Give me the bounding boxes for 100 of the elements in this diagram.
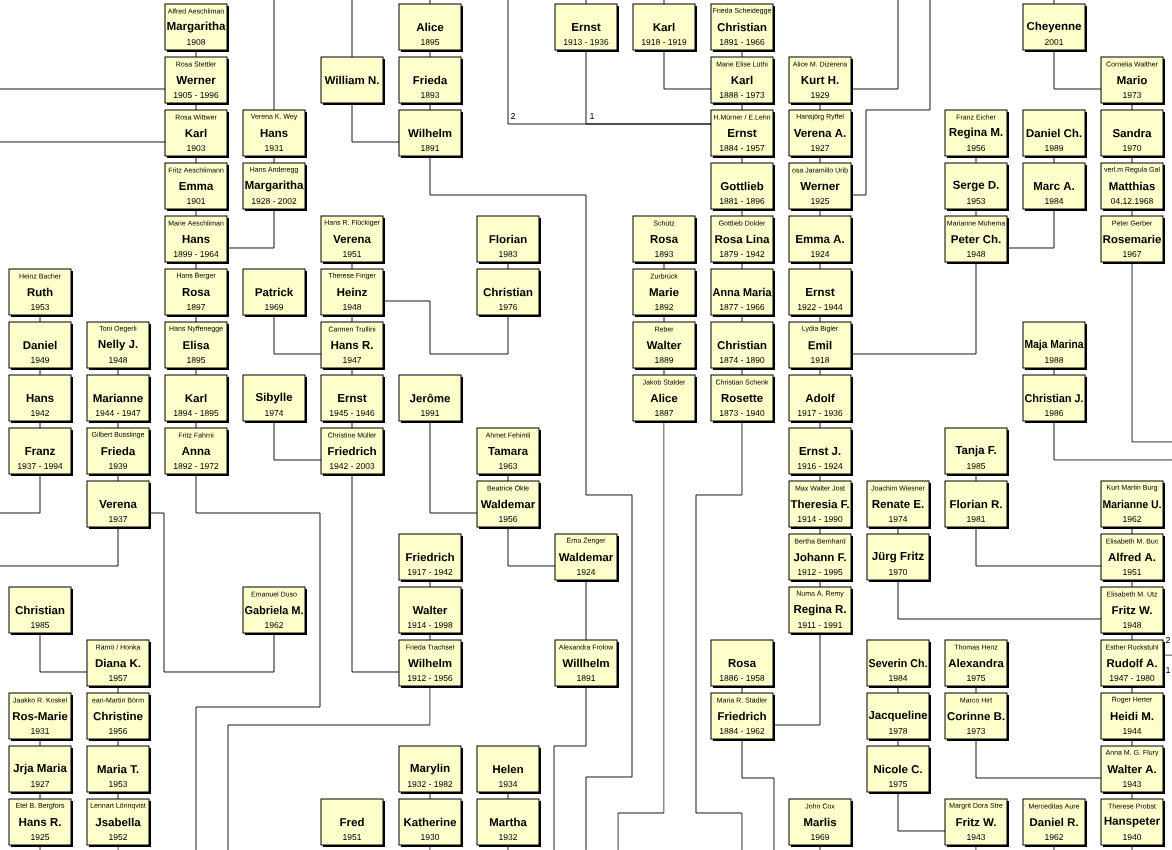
life-dates: 1894 - 1895 [173,410,219,416]
life-dates: 1985 [967,463,986,469]
person-name: Kurt H. [801,76,839,84]
life-dates: 1916 - 1924 [797,463,843,469]
life-dates: 1886 - 1958 [719,675,765,681]
person-name: Hans [182,235,210,243]
person-name: Johann F. [793,552,846,562]
connector-line [351,102,400,143]
person-name: Rosa [182,288,211,296]
connector-line [226,208,275,249]
connector-line [897,579,1102,620]
connector-line [819,526,821,535]
connector-line [39,632,88,673]
connector-line [1131,208,1133,217]
connector-line [39,314,41,323]
life-dates: 1962 [265,622,284,628]
life-dates: 1986 [1045,410,1064,416]
connector-line [273,155,275,164]
connector-line [663,0,665,5]
person-name: Jerôme [409,393,451,403]
life-dates: 04.12.1968 [1111,198,1153,204]
person-name: Willhelm [562,658,609,668]
person-name: Christian [717,340,767,350]
life-dates: 1888 - 1973 [719,92,765,98]
person-name: Jrja Maria [13,763,67,775]
person-name: Daniel Ch. [1026,128,1082,138]
connector-line [273,420,322,461]
person-name: Alice [650,393,678,403]
life-dates: 1884 - 1962 [719,728,765,734]
person-name: Marlis [804,817,837,827]
connector-line [195,420,197,429]
life-dates: 1985 [31,622,50,628]
person-name: Jsabella [95,817,141,827]
life-dates: 1953 [967,198,986,204]
person-name: Walter A. [1107,764,1156,774]
person-name: Marie [649,287,679,297]
connector-line [1162,654,1172,656]
person-name: Matthias [1109,181,1155,191]
life-dates: 1947 - 1980 [1109,675,1155,681]
person-name: Ernst [806,288,835,296]
life-dates: 1884 - 1957 [719,145,765,151]
life-dates: 1899 - 1964 [173,251,219,257]
life-dates: 1891 [421,145,440,151]
connector-line [897,738,899,747]
connector-line [117,844,119,850]
person-name: Karl [653,22,675,32]
life-dates: 1969 [265,304,284,310]
life-dates: 1892 [655,304,674,310]
connector-line [195,155,197,164]
person-name: Wilhelm [408,128,452,138]
life-dates: 1925 [31,834,50,840]
life-dates: 1918 - 1919 [641,39,687,45]
person-name: Regina M. [949,127,1003,139]
connector-line [39,420,41,429]
person-name: Martha [489,817,527,827]
person-name: Rosa Lina [715,234,770,244]
person-name: Walter [412,605,448,615]
person-name: Rosa [728,659,757,667]
connector-line [429,0,431,5]
person-name: Regina R. [794,604,846,616]
connector-line [507,791,509,800]
life-dates: 2001 [1045,39,1064,45]
connector-line [1131,102,1133,111]
connector-line [195,367,197,376]
life-dates: 1975 [889,781,908,787]
connector-line [1053,844,1055,850]
connector-line [117,473,119,482]
person-name: Hans R. [331,341,373,349]
person-name: Nelly J. [98,339,138,351]
connector-line [429,791,431,800]
person-name: Fritz W. [956,817,996,827]
person-name: Heinz [337,287,367,297]
life-dates: 1975 [967,675,986,681]
life-dates: 1925 [811,198,830,204]
connector-line [975,685,977,694]
life-dates: 1892 - 1972 [173,463,219,469]
connector-line [1131,632,1133,641]
person-name: Maja Marina [1025,339,1084,351]
life-dates: 1976 [499,304,518,310]
connector-line [0,473,41,514]
life-dates: 1984 [1045,198,1064,204]
connector-line [819,579,821,588]
life-dates: 1974 [889,516,908,522]
life-dates: 1948 [967,251,986,257]
person-name: Marylin [410,763,450,775]
connector-line [741,49,743,58]
life-dates: 1895 [421,39,440,45]
connector-line [117,420,119,429]
connector-line [819,314,821,323]
person-name: Corinne B. [947,711,1005,721]
connector-line [663,261,665,270]
life-dates: 1973 [967,728,986,734]
person-name: Margaritha [245,180,304,192]
connector-line [850,0,931,196]
connector-line [1131,738,1133,747]
person-name: Helen [493,764,523,774]
life-dates: 1951 [343,834,362,840]
person-name: Ernst [338,394,367,402]
life-dates: 1956 [109,728,128,734]
person-name: Christian [483,287,533,297]
